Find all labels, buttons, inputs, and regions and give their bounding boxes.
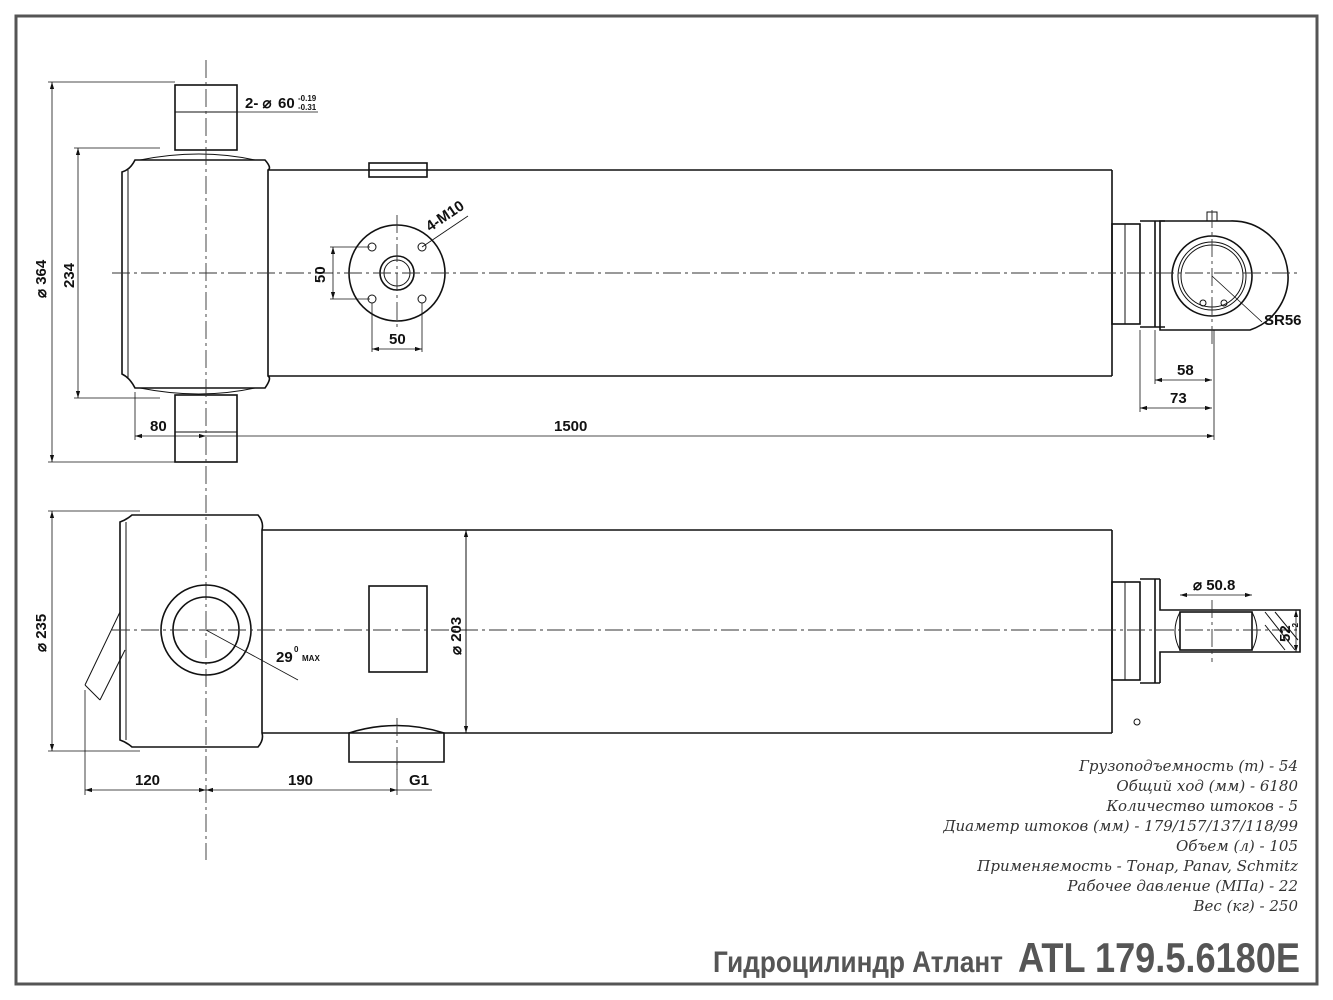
pin-tolerance-lower: -0.31 (298, 103, 317, 112)
spec-line: Количество штоков - 5 (1105, 797, 1298, 815)
dim-234: 234 (61, 262, 78, 288)
diameter-235-dim: ⌀ 235 (33, 614, 50, 652)
drawing-frame (14, 14, 1319, 986)
angle-29-dim: 29 (276, 649, 293, 666)
diameter-50-8-dim: ⌀ 50.8 (1193, 577, 1235, 594)
spec-line: Грузоподъемность (т) - 54 (1078, 757, 1298, 775)
radius-sr56: SR56 (1264, 312, 1302, 329)
dim-190: 190 (288, 772, 313, 789)
angle-max-label: MAX (302, 654, 320, 663)
side-view: 29 0 MAX ⌀ 235 ⌀ 203 ⌀ 50.8 52 -2 120 19… (33, 510, 1301, 795)
spec-line: Вес (кг) - 250 (1192, 897, 1298, 915)
diameter-203-dim: ⌀ 203 (448, 617, 465, 655)
specification-list: Грузоподъемность (т) - 54 Общий ход (мм)… (942, 757, 1298, 915)
title-block: Гидроцилиндр Атлант ATL 179.5.6180E (713, 934, 1300, 981)
diameter-364-dim: ⌀ 364 (33, 259, 50, 298)
spec-line: Общий ход (мм) - 6180 (1116, 777, 1298, 795)
dim-80: 80 (150, 418, 167, 435)
spec-line: Диаметр штоков (мм) - 179/157/137/118/99 (942, 817, 1298, 835)
title-name: Гидроцилиндр Атлант (713, 946, 1003, 979)
dim-73: 73 (1170, 390, 1187, 407)
spec-line: Рабочее давление (МПа) - 22 (1066, 877, 1298, 895)
dim-120: 120 (135, 772, 160, 789)
pin-diameter-value: 60 (278, 95, 295, 112)
dim-58: 58 (1177, 362, 1194, 379)
title-model: ATL 179.5.6180E (1018, 934, 1300, 981)
pin-diameter-prefix: 2- ⌀ (245, 95, 272, 112)
flange-height-dim: 50 (312, 266, 329, 283)
flange-width-dim: 50 (389, 331, 406, 348)
thread-label: 4-M10 (423, 197, 468, 235)
spec-line: Применяемость - Тонар, Panav, Schmitz (976, 857, 1298, 875)
spec-line: Объем (л) - 105 (1176, 837, 1298, 855)
angle-degree: 0 (294, 645, 299, 654)
pin-tolerance-upper: -0.19 (298, 94, 317, 103)
port-g1-label: G1 (409, 772, 429, 789)
top-view: 2- ⌀ 60 -0.19 -0.31 4-M10 50 50 ⌀ 364 23… (33, 60, 1302, 860)
dim-52: 52 (1277, 625, 1294, 642)
dim-1500: 1500 (554, 418, 587, 435)
dim-52-tolerance: -2 (1291, 622, 1300, 630)
